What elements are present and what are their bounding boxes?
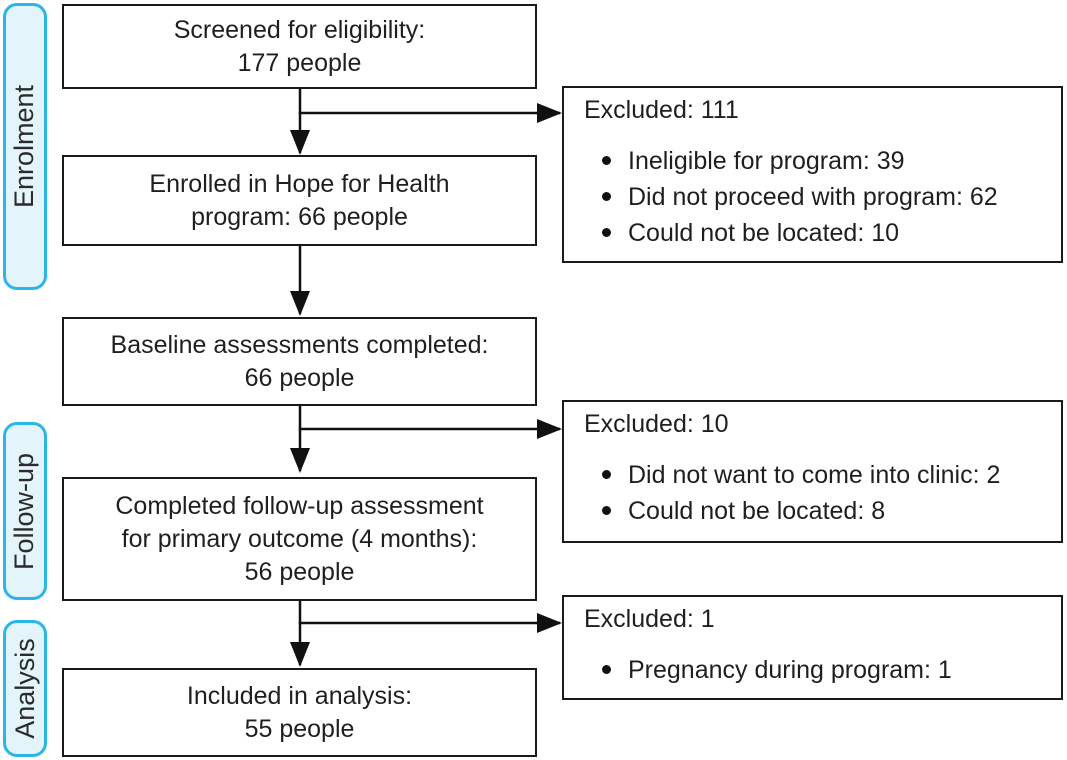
flow-box-analysis-line1: Included in analysis: [186, 681, 413, 710]
excluded-box-enrolment-list: Ineligible for program: 39 Did not proce… [584, 143, 1043, 251]
excluded-box-followup-list: Did not want to come into clinic: 2 Coul… [584, 457, 1043, 529]
excluded-box-analysis-title: Excluded: 1 [584, 605, 715, 633]
excluded-item: Could not be located: 8 [602, 493, 1043, 529]
flow-box-enrolled-line2: program: 66 people [191, 202, 408, 231]
excluded-box-analysis: Excluded: 1 Pregnancy during program: 1 [562, 595, 1063, 700]
flow-box-analysis-line2: 55 people [244, 714, 355, 743]
flow-box-baseline: Baseline assessments completed: 66 peopl… [62, 317, 537, 406]
stage-label-enrolment: Enrolment [3, 3, 47, 290]
excluded-box-enrolment: Excluded: 111 Ineligible for program: 39… [562, 86, 1063, 263]
flow-box-followup-line1: Completed follow-up assessment [115, 491, 484, 520]
flow-box-followup-line2: for primary outcome (4 months): [121, 524, 478, 553]
flow-box-analysis: Included in analysis: 55 people [62, 668, 537, 757]
flow-box-followup-line3: 56 people [244, 557, 355, 586]
stage-label-enrolment-text: Enrolment [9, 84, 40, 209]
excluded-item: Did not proceed with program: 62 [602, 179, 1043, 215]
flow-box-baseline-line2: 66 people [244, 363, 355, 392]
flow-box-screened-line1: Screened for eligibility: [173, 15, 426, 44]
stage-label-followup: Follow-up [3, 422, 47, 600]
stage-label-analysis: Analysis [3, 620, 47, 757]
flow-box-followup-assessment: Completed follow-up assessment for prima… [62, 477, 537, 601]
stage-label-analysis-text: Analysis [9, 638, 40, 739]
flow-box-screened: Screened for eligibility: 177 people [62, 4, 537, 89]
excluded-box-followup: Excluded: 10 Did not want to come into c… [562, 400, 1063, 543]
flow-box-enrolled: Enrolled in Hope for Health program: 66 … [62, 155, 537, 246]
excluded-item: Ineligible for program: 39 [602, 143, 1043, 179]
excluded-box-analysis-list: Pregnancy during program: 1 [584, 652, 1043, 688]
excluded-item: Did not want to come into clinic: 2 [602, 457, 1043, 493]
flow-box-enrolled-line1: Enrolled in Hope for Health [149, 169, 450, 198]
flow-box-screened-line2: 177 people [237, 48, 362, 77]
stage-label-followup-text: Follow-up [9, 452, 40, 570]
excluded-box-enrolment-title: Excluded: 111 [584, 96, 739, 124]
excluded-item: Could not be located: 10 [602, 215, 1043, 251]
excluded-item: Pregnancy during program: 1 [602, 652, 1043, 688]
flow-box-baseline-line1: Baseline assessments completed: [110, 330, 489, 359]
excluded-box-followup-title: Excluded: 10 [584, 410, 729, 438]
